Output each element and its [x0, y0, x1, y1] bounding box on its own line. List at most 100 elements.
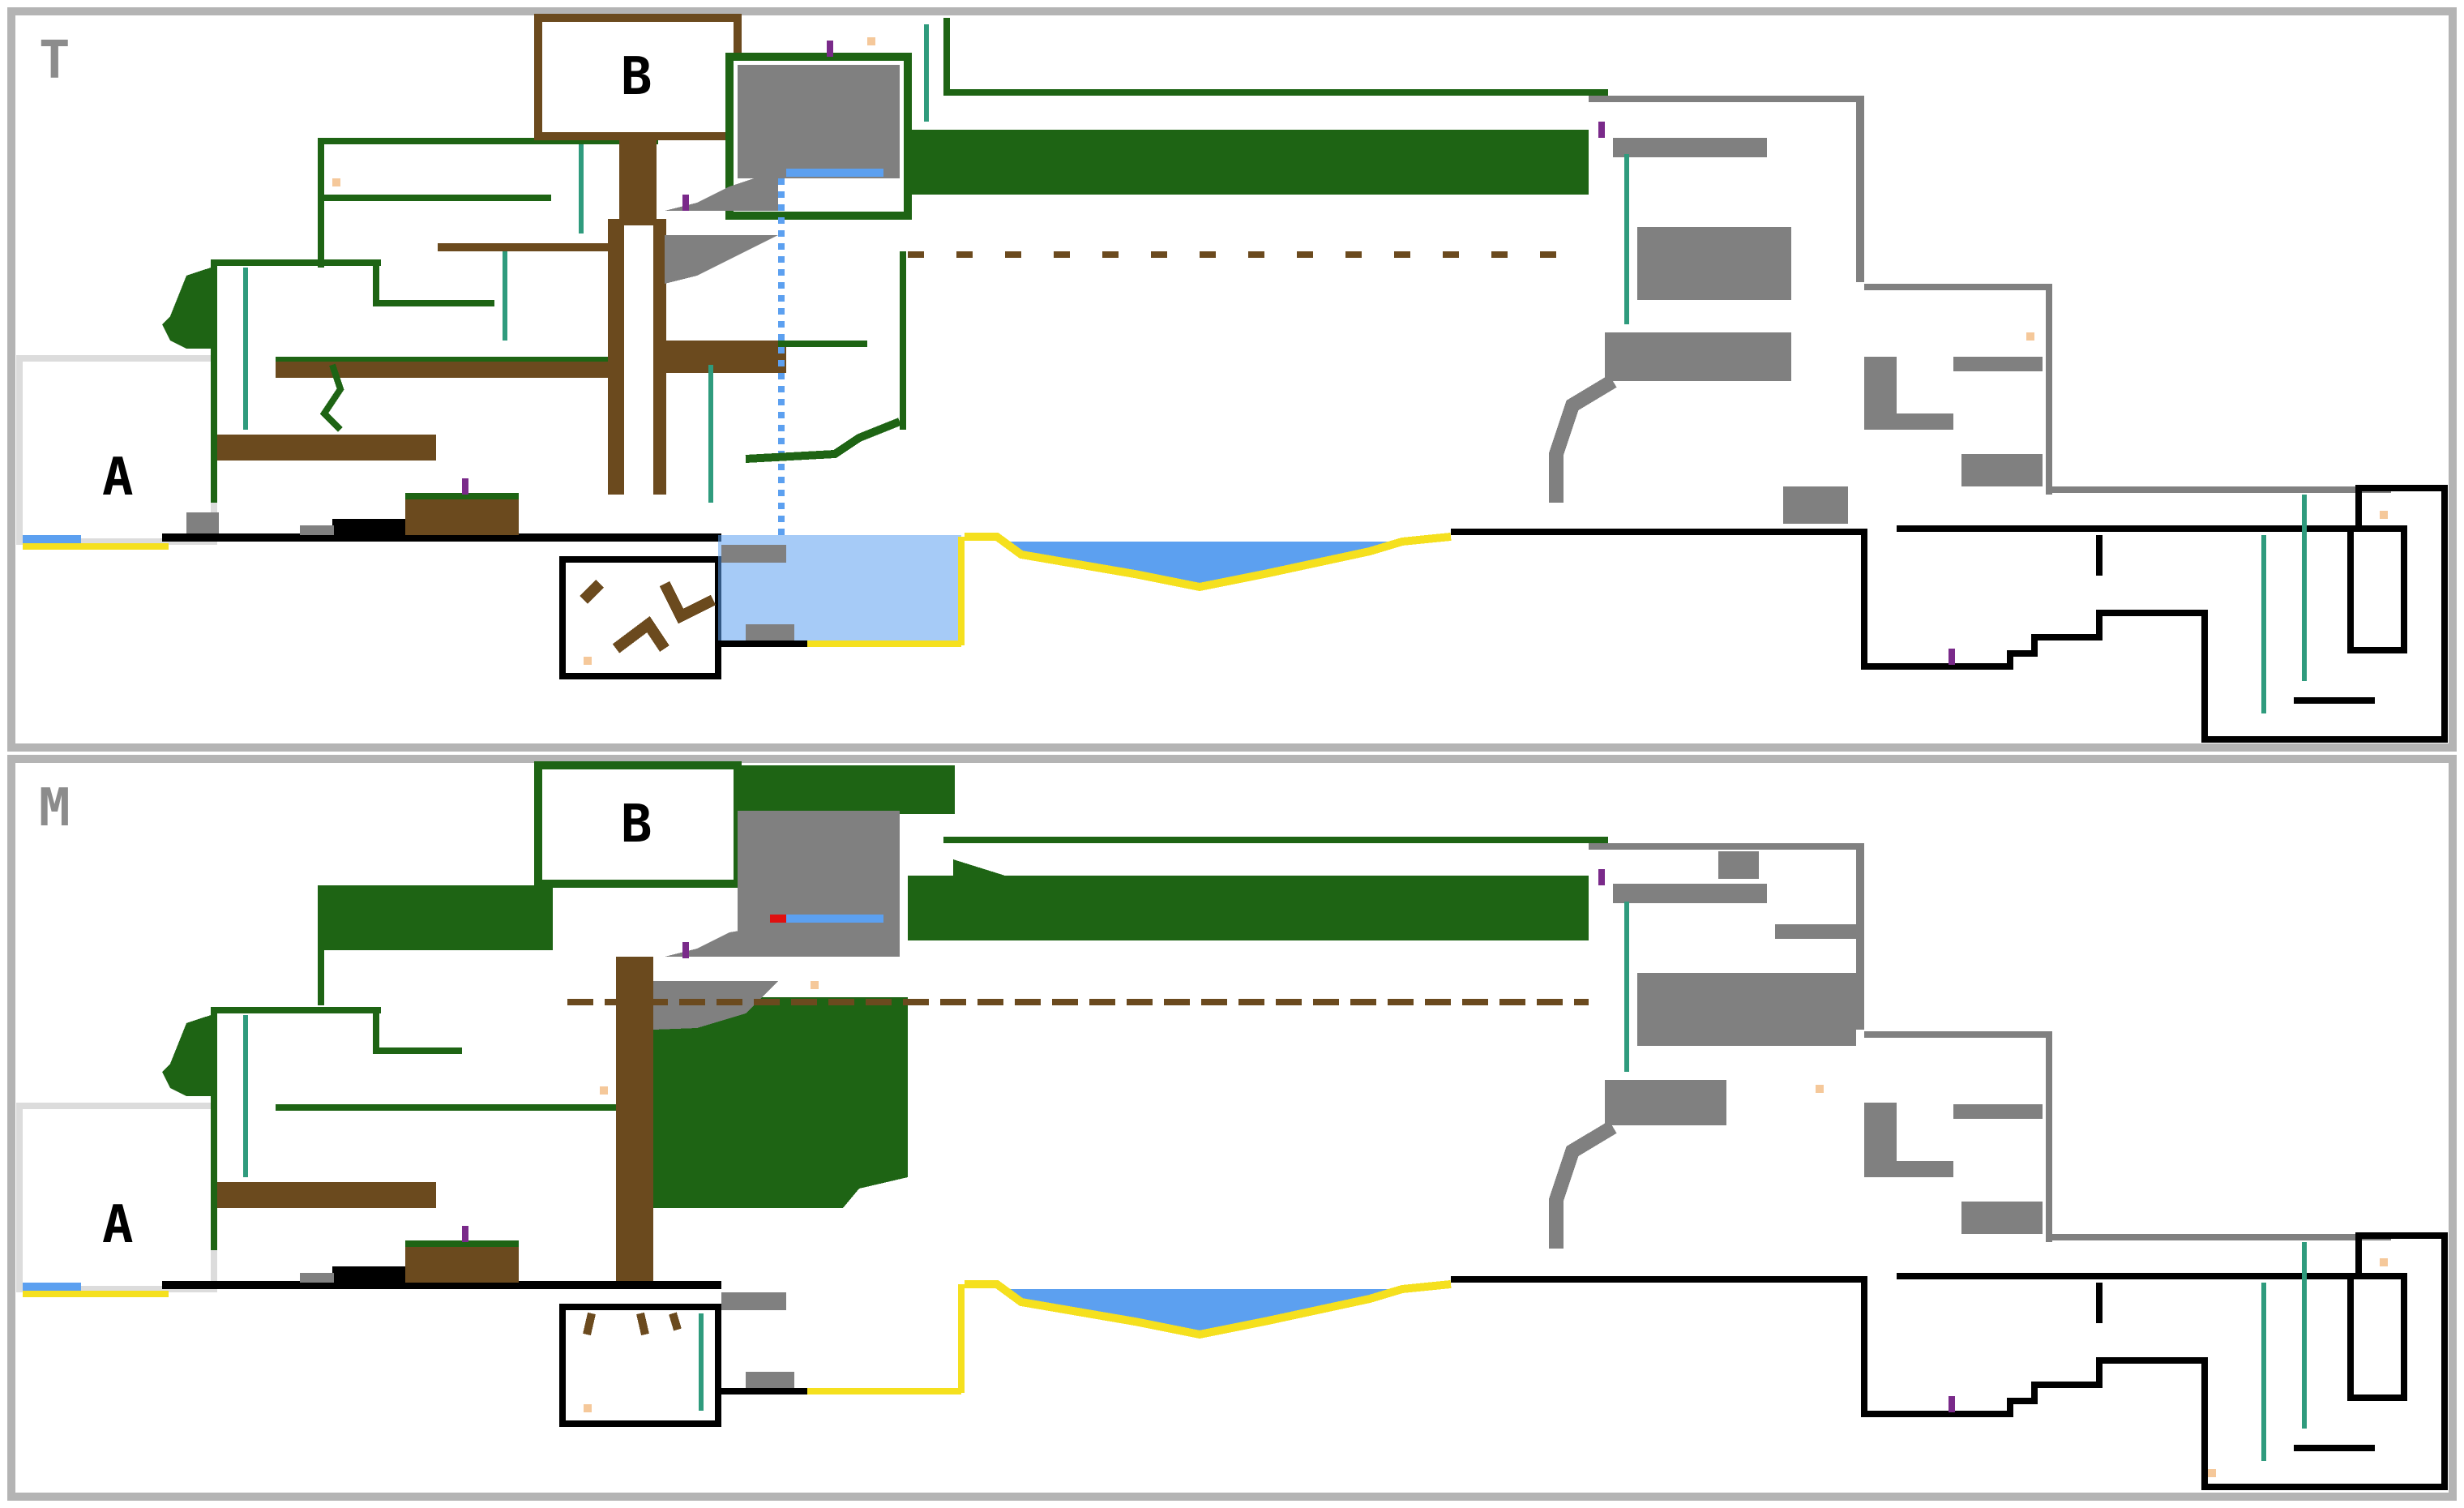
grass-block [405, 1244, 519, 1283]
ground-black [718, 640, 807, 647]
pickup-dot-icon [2380, 511, 2388, 519]
lake-water [997, 1289, 1402, 1334]
ladder-icon [2261, 1283, 2266, 1461]
ladder-icon [1624, 902, 1629, 1072]
stone-wall [1589, 96, 1864, 102]
vine-canopy [318, 885, 553, 950]
vine-ledge [324, 195, 551, 201]
rock-block [1637, 227, 1791, 300]
purple-marker-icon [1949, 1396, 1955, 1412]
vine-frame [943, 837, 1608, 843]
pickup-dot-icon [332, 178, 340, 186]
tree-trunk [608, 219, 624, 495]
rock-pile [746, 624, 794, 640]
ground-black [162, 533, 721, 542]
pickup-dot-icon [584, 657, 592, 665]
stone-wall [1856, 96, 1864, 282]
sand-strip [958, 537, 965, 645]
ladder-icon [503, 251, 507, 341]
stone-wall [1856, 843, 1864, 1030]
rock-pile [300, 525, 334, 535]
rock-block [1613, 138, 1767, 157]
stone-wall [1864, 1031, 2051, 1038]
vine-frame [318, 138, 324, 268]
tree-branch [665, 341, 786, 373]
rock-block [1775, 924, 1856, 939]
purple-marker-icon [1949, 649, 1955, 665]
rock-block [1961, 454, 2043, 486]
rock-block [1864, 357, 1897, 422]
rock-pile [1718, 851, 1759, 879]
water-puddle [23, 1283, 81, 1291]
sand-strip [958, 1284, 965, 1393]
tree-branch [580, 580, 717, 653]
ground-black [718, 1388, 807, 1394]
wood-platform [217, 1182, 436, 1208]
sand-strip [807, 1388, 961, 1394]
grass-block [405, 496, 519, 535]
room-b-frame [534, 14, 742, 140]
vine-wall [211, 259, 217, 503]
rock-block [1864, 413, 1953, 430]
vine-ramp [745, 418, 901, 463]
maze-wall [2096, 535, 2103, 576]
hazard-red [770, 915, 786, 923]
map-panel-bottom: M A B [7, 755, 2457, 1501]
sand-strip [23, 1291, 169, 1297]
rock-pile [721, 1292, 786, 1310]
tree-trunk [653, 219, 666, 495]
vine-canopy [734, 765, 955, 814]
maze-walls [1861, 485, 2448, 743]
tree-branch [583, 1312, 682, 1336]
purple-marker-icon [682, 195, 689, 211]
vine-ledge [373, 1047, 462, 1054]
vine-wall [211, 1007, 217, 1250]
tree-trunk [619, 136, 657, 225]
purple-marker-icon [462, 1226, 468, 1242]
rock-block [738, 65, 900, 178]
ladder-icon [2302, 1242, 2307, 1429]
room-b-label: B [621, 47, 652, 107]
ladder-icon [243, 1015, 248, 1177]
vine-bush [162, 1015, 214, 1096]
rock-block [1637, 973, 1856, 1046]
maze-wall [2294, 697, 2375, 704]
maze-wall [2096, 1283, 2103, 1323]
pickup-dot-icon [584, 1404, 592, 1412]
vine-wall [318, 949, 324, 1005]
rock-block [1605, 332, 1791, 381]
vine-frame [318, 138, 658, 144]
vine-wall [900, 251, 906, 430]
rock-block [1953, 357, 2043, 371]
ladder-icon [924, 24, 929, 122]
tree-trunk [616, 957, 653, 1281]
vine-canopy [908, 130, 1589, 195]
panel-label: M [39, 778, 71, 838]
maze-wall [2294, 1445, 2375, 1451]
rock-arc [1549, 375, 1617, 503]
pickup-dot-icon [811, 981, 819, 989]
vine-frame [943, 89, 1608, 96]
vine-ledge [373, 300, 494, 306]
vine-ledge [373, 1007, 379, 1052]
sand-strip [23, 543, 169, 550]
rock-pile [721, 545, 786, 563]
maze-walls [2347, 525, 2407, 653]
rock-arc [1549, 1120, 1617, 1249]
room-b-label: B [621, 795, 652, 855]
maze-walls [1861, 1232, 2448, 1490]
ground-black [1451, 529, 1864, 535]
pickup-dot-icon [600, 1086, 608, 1095]
rock-slope [665, 170, 778, 211]
pickup-dot-icon [2026, 332, 2034, 341]
vine-slope [953, 811, 1005, 876]
ground-black [1451, 1276, 1864, 1283]
wood-platform [217, 435, 436, 461]
vine-ledge [373, 259, 379, 305]
rock-block [1953, 1104, 2043, 1119]
rock-pile [300, 1273, 334, 1283]
bridge-black [332, 1266, 405, 1283]
panel-label: T [39, 31, 71, 91]
ground-black [162, 1281, 721, 1289]
